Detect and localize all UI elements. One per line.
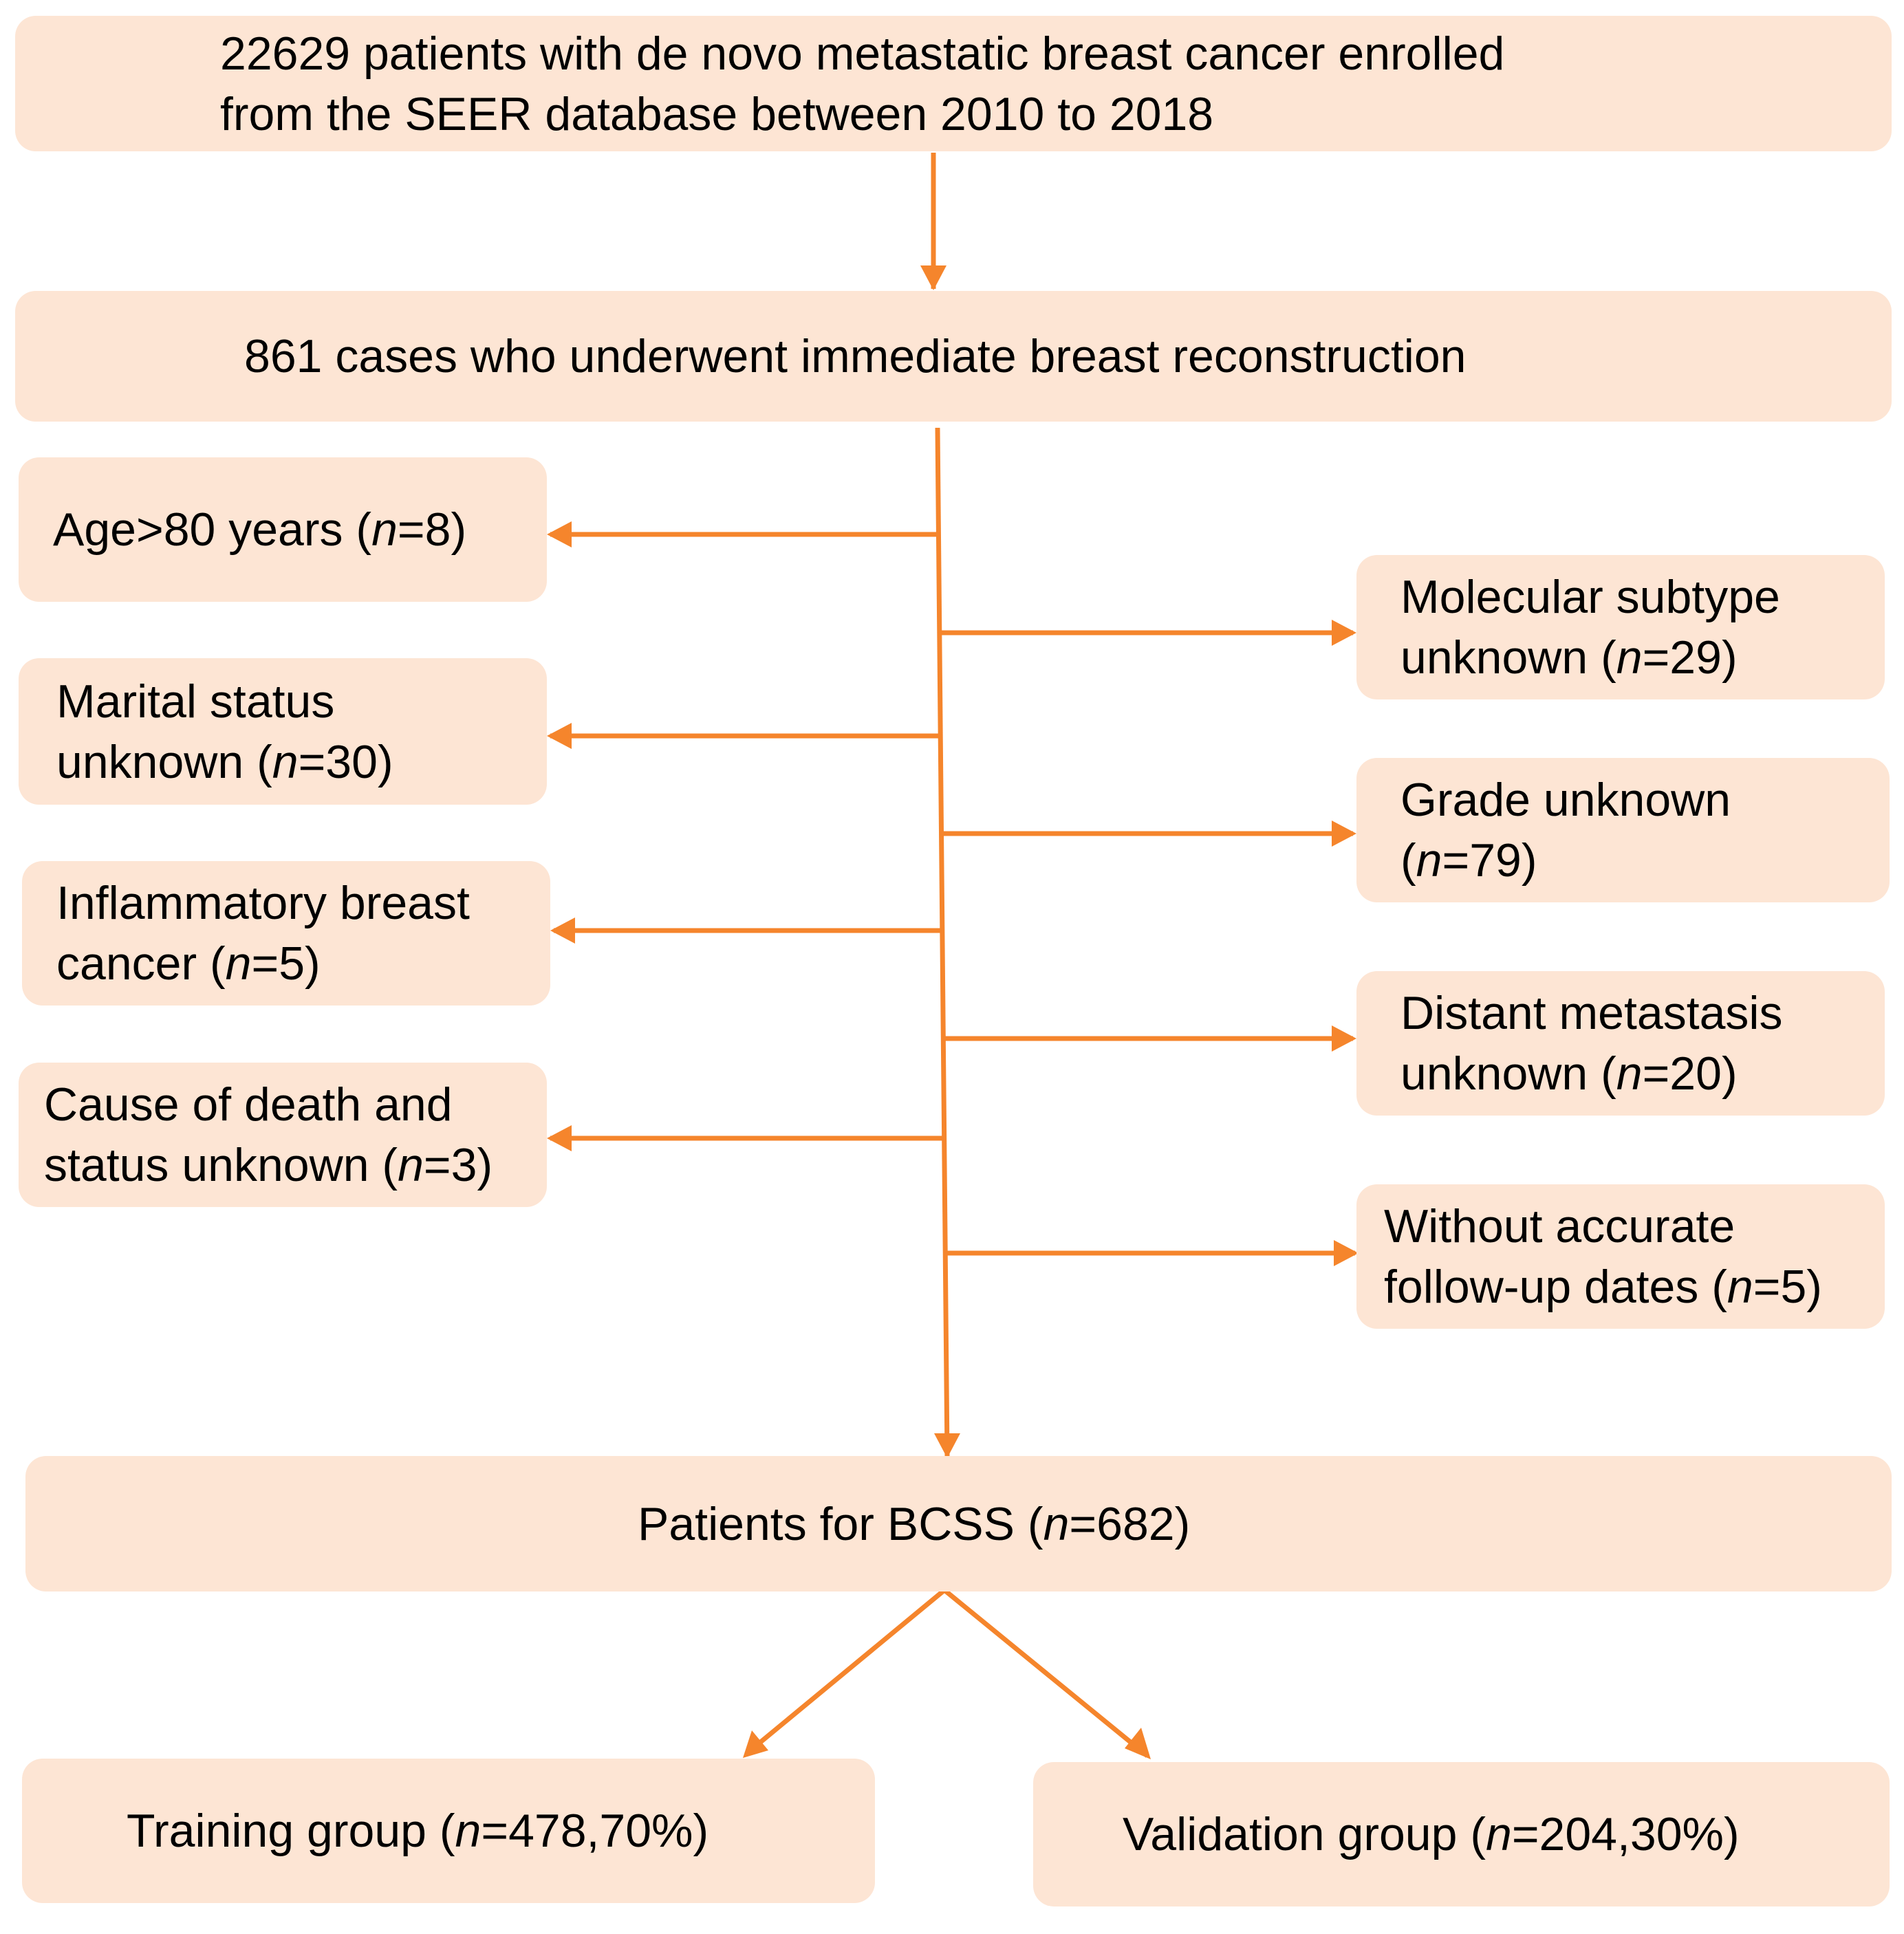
validation-group-box: Validation group (n=204,30%) (1033, 1762, 1890, 1906)
exclusion-death-box: Cause of death and status unknown (n=3) (19, 1063, 547, 1207)
arrowhead (547, 723, 572, 749)
arrowhead (1332, 821, 1356, 847)
exclusion-inflammatory-line-1: Inflammatory breast (56, 877, 470, 929)
arrowhead (1332, 1025, 1356, 1052)
validation-group-label: Validation group (n=204,30%) (1123, 1808, 1740, 1860)
exclusion-molecular-line-2: unknown (n=29) (1400, 631, 1738, 684)
arrow-to-training-group (744, 1588, 946, 1756)
exclusion-metastasis-line-2: unknown (n=20) (1400, 1047, 1738, 1100)
exclusion-age-box: Age>80 years (n=8) (19, 457, 547, 602)
arrowhead (934, 1433, 960, 1458)
exclusion-grade-line-1: Grade unknown (1400, 774, 1731, 826)
exclusion-grade-box: Grade unknown (n=79) (1356, 758, 1890, 902)
enrollment-line-1: 22629 patients with de novo metastatic b… (220, 27, 1505, 80)
exclusion-marital-line-2: unknown (n=30) (56, 735, 393, 788)
exclusion-death-line-1: Cause of death and (44, 1078, 453, 1131)
exclusion-followup-line-1: Without accurate (1384, 1200, 1735, 1252)
exclusion-inflammatory-line-2: cancer (n=5) (56, 937, 321, 990)
arrowhead (1334, 1240, 1359, 1266)
arrowhead (547, 1125, 572, 1151)
bcss-label: Patients for BCSS (n=682) (638, 1497, 1191, 1550)
exclusion-age-label: Age>80 years (n=8) (53, 503, 467, 556)
arrowhead (743, 1730, 768, 1758)
training-group-box: Training group (n=478,70%) (22, 1759, 875, 1903)
arrowhead (1125, 1728, 1151, 1759)
enrollment-box: 22629 patients with de novo metastatic b… (15, 16, 1892, 151)
reconstruction-text: 861 cases who underwent immediate breast… (244, 330, 1467, 382)
exclusion-death-line-2: status unknown (n=3) (44, 1139, 493, 1191)
exclusion-metastasis-line-1: Distant metastasis (1400, 987, 1783, 1039)
exclusion-metastasis-box: Distant metastasis unknown (n=20) (1356, 971, 1885, 1116)
arrowhead (1332, 620, 1356, 646)
exclusion-followup-box: Without accurate follow-up dates (n=5) (1356, 1184, 1885, 1329)
exclusion-marital-box: Marital status unknown (n=30) (19, 658, 547, 805)
reconstruction-box: 861 cases who underwent immediate breast… (15, 291, 1892, 422)
arrowhead (920, 265, 946, 290)
exclusion-grade-line-2: (n=79) (1400, 834, 1537, 887)
exclusion-marital-line-1: Marital status (56, 675, 335, 728)
exclusion-inflammatory-box: Inflammatory breast cancer (n=5) (22, 861, 550, 1006)
exclusion-molecular-line-1: Molecular subtype (1400, 571, 1780, 623)
exclusion-followup-line-2: follow-up dates (n=5) (1384, 1261, 1822, 1313)
enrollment-line-2: from the SEER database between 2010 to 2… (220, 87, 1214, 140)
training-group-label: Training group (n=478,70%) (127, 1805, 709, 1857)
arrowhead (547, 521, 572, 547)
arrow-trunk-to-bcss (935, 427, 950, 1457)
arrow-to-validation-group (942, 1588, 1149, 1758)
arrowhead (550, 917, 575, 944)
exclusion-molecular-box: Molecular subtype unknown (n=29) (1356, 555, 1885, 699)
bcss-box: Patients for BCSS (n=682) (25, 1456, 1892, 1591)
